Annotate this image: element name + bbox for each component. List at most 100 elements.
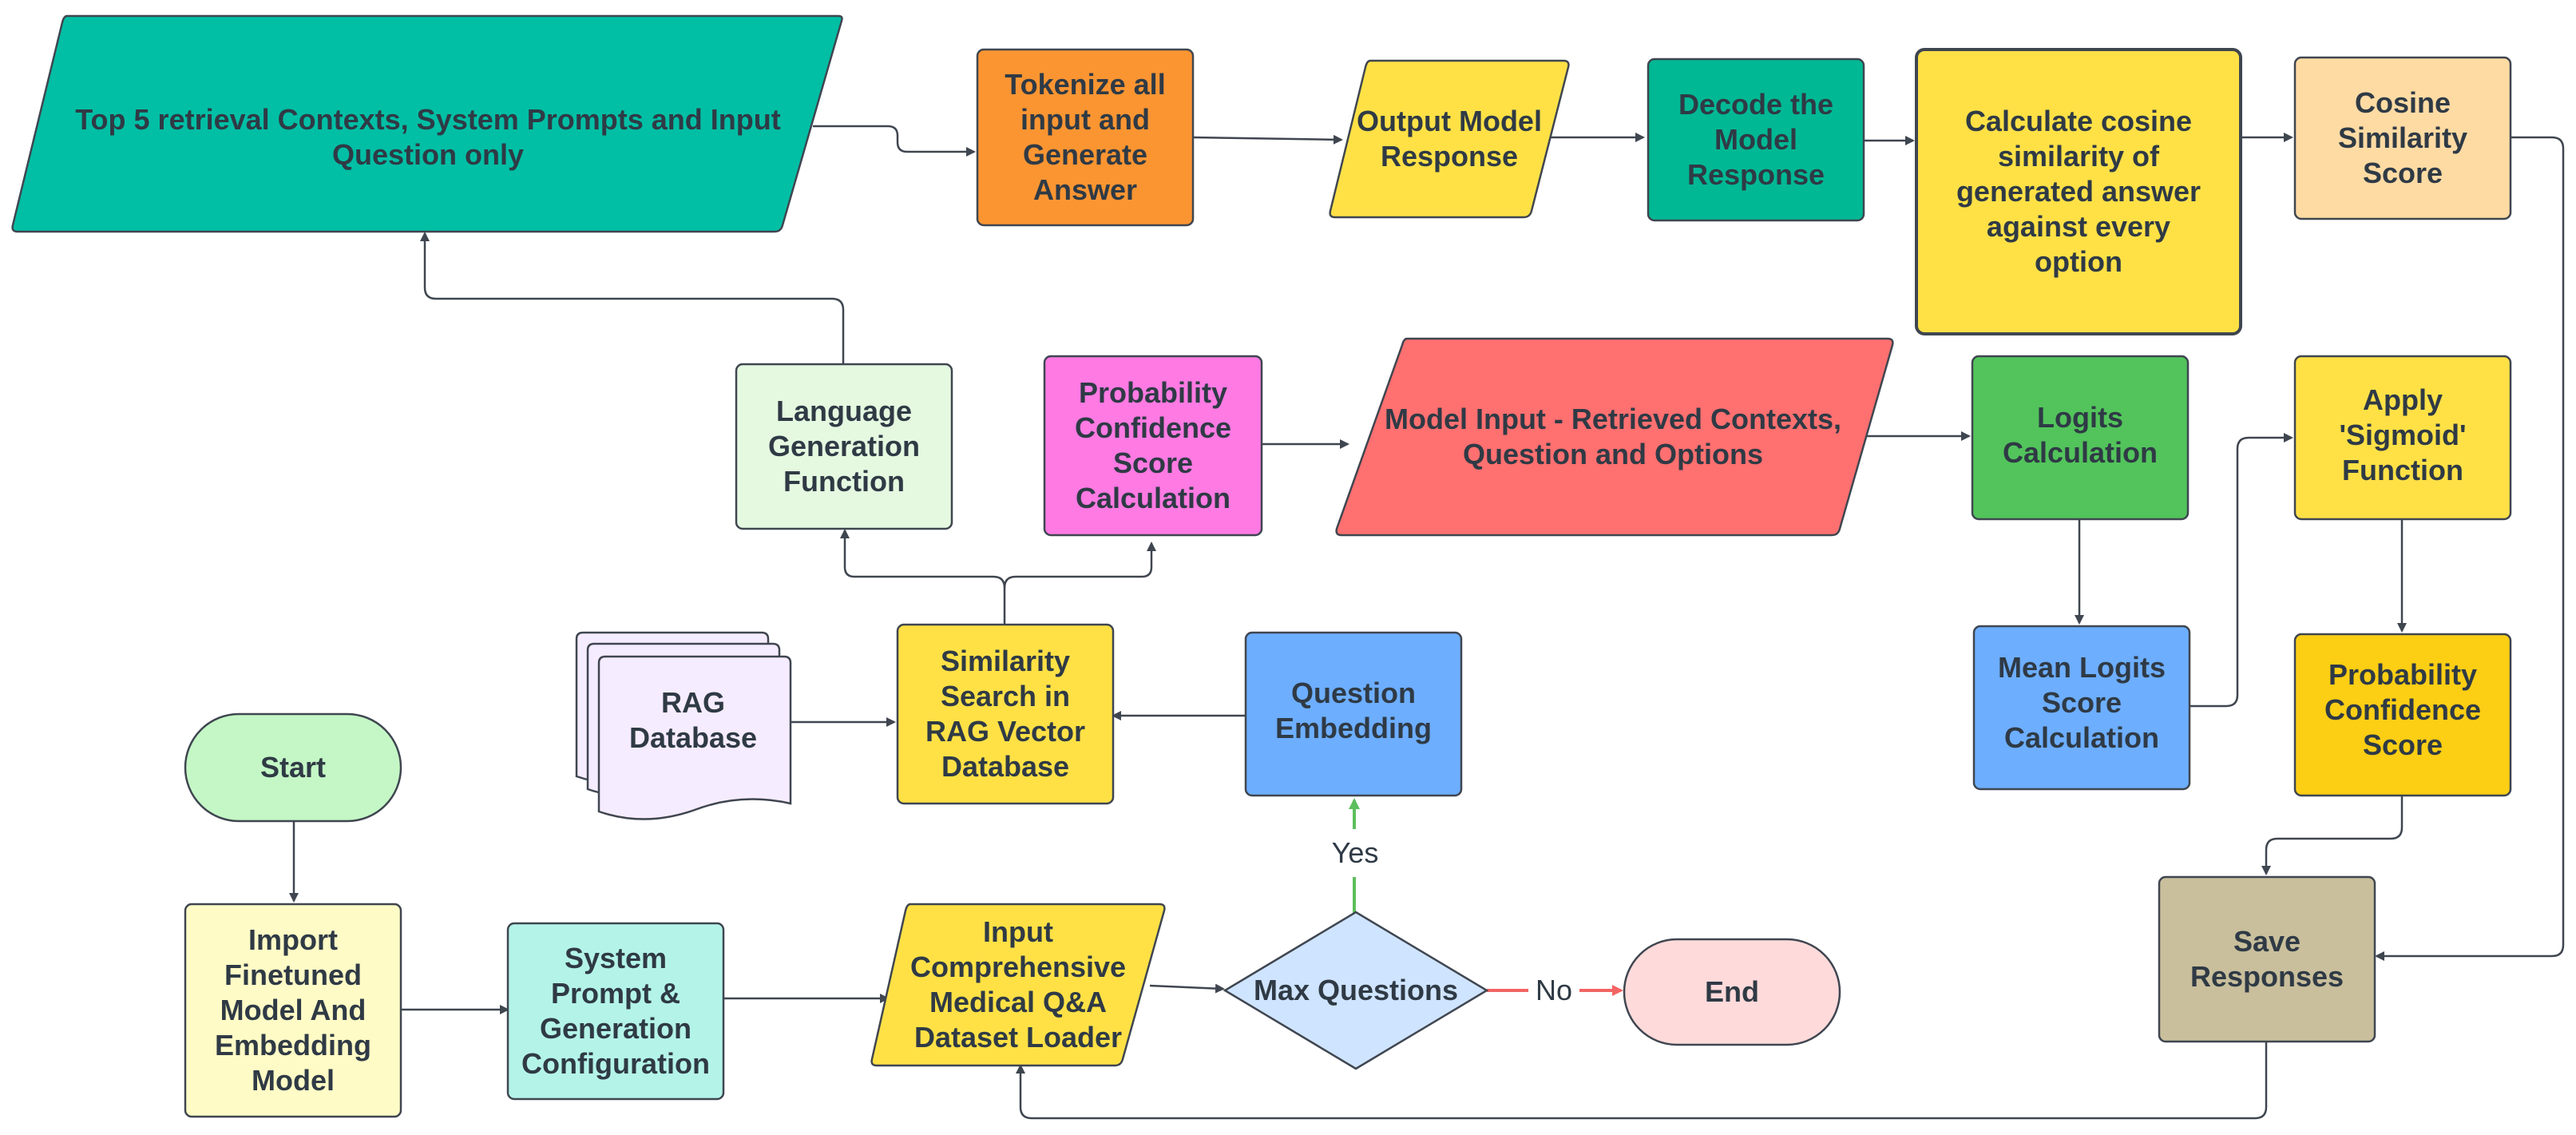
node-rag-db xyxy=(575,631,792,820)
edge-dataset-to-max-questions xyxy=(1149,983,1225,994)
label-line: Input xyxy=(983,915,1053,948)
label-line: Score xyxy=(2363,728,2443,761)
label-line: Decode the xyxy=(1678,88,1833,121)
node-labels: Top 5 retrieval Contexts, System Prompts… xyxy=(75,68,2481,1097)
label-line: Mean Logits xyxy=(1998,651,2166,684)
label-line: option xyxy=(2035,245,2122,278)
edge-save-to-dataset xyxy=(1016,1042,2268,1120)
node-top-contexts xyxy=(11,14,843,233)
node-save-responses xyxy=(2158,875,2376,1043)
label-max-questions: Max Questions xyxy=(1254,974,1458,1006)
node-start xyxy=(184,712,402,823)
label-line: End xyxy=(1705,975,1759,1008)
node-tokenize xyxy=(976,48,1195,227)
edge-top-contexts-to-tokenize xyxy=(813,125,976,157)
edge-cosine-score-to-save xyxy=(2375,136,2565,961)
node-output-model xyxy=(1329,59,1570,219)
label-top-contexts: Top 5 retrieval Contexts, System Prompts… xyxy=(75,103,781,171)
label-line: Language xyxy=(776,395,912,427)
node-cosine-score xyxy=(2293,56,2512,220)
rag-db-page-front xyxy=(597,655,792,820)
edge-similarity-split-right xyxy=(1003,542,1156,589)
label-line: Probability xyxy=(1079,376,1227,409)
edge-language-gen-to-top-contexts xyxy=(420,232,845,364)
node-prob-calc xyxy=(1043,355,1263,537)
label-line: Apply xyxy=(2363,383,2443,416)
node-cosine-calc xyxy=(1915,48,2242,335)
label-line: Calculation xyxy=(2003,436,2158,469)
label-line: Save xyxy=(2233,925,2301,958)
label-line: generated answer xyxy=(1956,175,2201,208)
label-line: Confidence xyxy=(1075,411,1231,444)
label-line: Tokenize all xyxy=(1005,68,1165,101)
label-line: RAG xyxy=(661,686,725,719)
node-decode xyxy=(1647,58,1865,222)
label-line: Top 5 retrieval Contexts, System Prompts… xyxy=(75,103,781,136)
label-model-input: Model Input - Retrieved Contexts,Questio… xyxy=(1385,403,1841,470)
label-line: Score xyxy=(2363,157,2443,189)
label-line: Generation xyxy=(768,430,920,462)
node-model-input xyxy=(1335,337,1894,537)
label-line: Embedding xyxy=(1275,712,1432,744)
node-max-questions xyxy=(1223,911,1489,1070)
label-line: Score xyxy=(2042,686,2122,719)
label-line: Database xyxy=(941,750,1069,783)
label-line: Database xyxy=(629,721,757,754)
no-label-bg xyxy=(1528,970,1579,1011)
node-sigmoid xyxy=(2293,355,2512,521)
edge-tokenize-to-output xyxy=(1192,134,1343,145)
nodes xyxy=(11,14,2512,1118)
label-line: System xyxy=(565,942,667,974)
label-line: against every xyxy=(1987,210,2170,243)
label-line: Max Questions xyxy=(1254,974,1458,1006)
label-line: Similarity xyxy=(2338,121,2467,154)
edge-label-no: No xyxy=(1536,974,1572,1006)
label-sigmoid: Apply'Sigmoid'Function xyxy=(2339,383,2466,486)
label-line: RAG Vector xyxy=(925,715,1085,748)
label-line: Dataset Loader xyxy=(914,1021,1122,1054)
edge-mean-to-sigmoid xyxy=(2190,433,2293,708)
label-line: input and xyxy=(1020,103,1150,136)
label-line: Question only xyxy=(332,138,524,171)
label-line: Logits xyxy=(2037,401,2123,434)
label-line: Confidence xyxy=(2324,693,2481,726)
label-line: Finetuned xyxy=(224,958,362,991)
label-line: Prompt & xyxy=(551,977,680,1010)
label-line: Calculate cosine xyxy=(1965,105,2192,137)
label-line: Search in xyxy=(941,680,1070,712)
node-mean-logits xyxy=(1972,625,2191,791)
node-similarity-search xyxy=(896,623,1115,805)
label-line: Cosine xyxy=(2355,86,2451,119)
label-line: Response xyxy=(1687,158,1825,191)
label-line: Question and Options xyxy=(1463,438,1763,470)
label-start: Start xyxy=(260,751,326,784)
node-prob-score xyxy=(2293,633,2512,797)
label-line: Import xyxy=(248,923,338,956)
edge-similarity-split-left xyxy=(840,529,1006,625)
yes-label-bg xyxy=(1319,829,1391,877)
edges xyxy=(289,125,2565,1120)
node-logits xyxy=(1971,355,2190,521)
label-line: Function xyxy=(2342,454,2463,486)
node-import-model xyxy=(184,903,402,1118)
label-line: similarity of xyxy=(1998,140,2160,173)
label-line: Calculation xyxy=(2004,721,2159,754)
edge-prob-score-to-save xyxy=(2261,796,2404,875)
label-line: Answer xyxy=(1033,173,1137,206)
node-dataset-loader xyxy=(870,903,1166,1067)
